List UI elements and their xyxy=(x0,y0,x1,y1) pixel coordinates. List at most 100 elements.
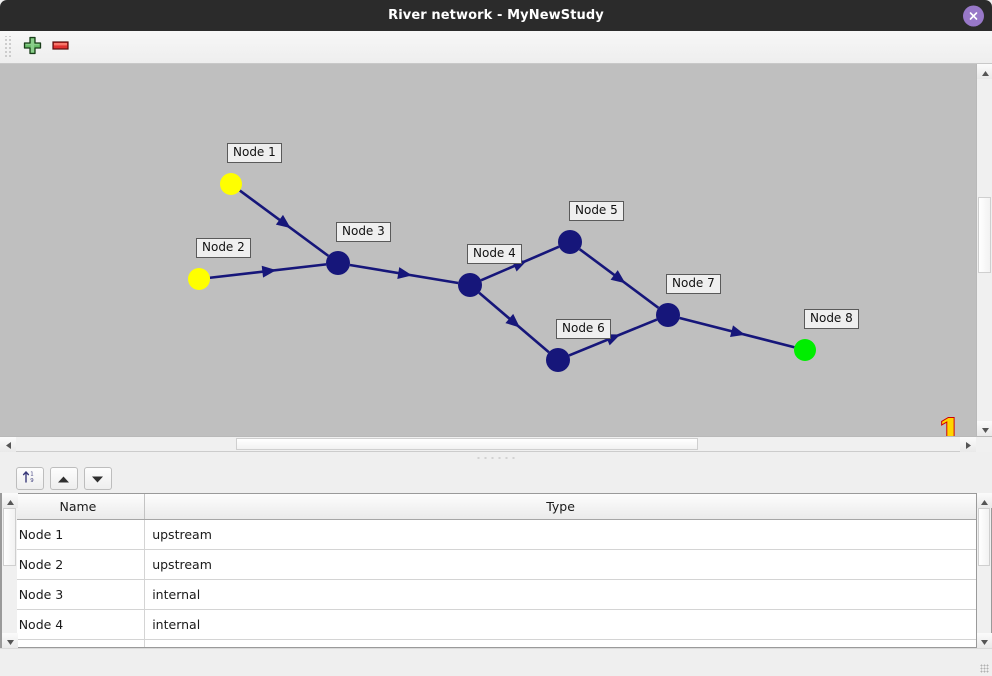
plus-icon xyxy=(23,36,42,59)
graph-node-node-1[interactable] xyxy=(220,173,242,195)
table-cell[interactable] xyxy=(144,639,976,647)
triangle-down-icon xyxy=(91,469,104,488)
graph-node-label-node-4[interactable]: Node 4 xyxy=(467,244,522,264)
graph-edge-arrow xyxy=(275,214,291,229)
nodes-move-up-button[interactable] xyxy=(49,466,78,490)
table-cell[interactable] xyxy=(11,639,146,647)
nodes-vertical-scrollbar[interactable] xyxy=(975,491,992,650)
nodes-move-down-button[interactable] xyxy=(83,466,112,490)
close-button[interactable] xyxy=(963,5,984,26)
graph-node-label-node-8[interactable]: Node 8 xyxy=(804,309,859,329)
delete-node-button[interactable] xyxy=(46,34,74,60)
table-cell[interactable]: internal xyxy=(144,579,976,610)
nodes-toolbar: 1 9 xyxy=(10,463,992,493)
reaches-vertical-scrollbar[interactable] xyxy=(1,493,18,648)
reaches-vscroll-track[interactable] xyxy=(2,508,17,633)
scroll-down-button[interactable] xyxy=(977,421,992,436)
graph-edge-arrow xyxy=(397,267,413,279)
nodes-sort-button[interactable]: 1 9 xyxy=(15,466,44,490)
table-cell[interactable]: Node 3 xyxy=(11,579,146,610)
triangle-down-icon xyxy=(6,631,15,650)
graph-node-node-7[interactable] xyxy=(656,303,680,327)
triangle-up-icon xyxy=(981,62,990,81)
graph-node-node-6[interactable] xyxy=(546,348,570,372)
network-graph-panel: Node 1 Node 2 Node 3 Node 4 Node 5 Node 6 Node… xyxy=(0,64,992,452)
graph-edge-arrow xyxy=(610,270,626,284)
graph-vscroll-track[interactable] xyxy=(977,79,992,421)
nodes-vscroll-track[interactable] xyxy=(976,508,991,633)
close-icon xyxy=(968,10,979,21)
reaches-scroll-down-button[interactable] xyxy=(2,633,18,648)
table-cell[interactable]: Node 2 xyxy=(11,549,146,580)
triangle-right-icon xyxy=(965,435,972,454)
column-header-name[interactable]: Name xyxy=(11,494,146,520)
table-row-partial[interactable] xyxy=(11,639,976,647)
nodes-vscroll-thumb[interactable] xyxy=(977,508,990,566)
horizontal-splitter[interactable] xyxy=(0,451,992,463)
triangle-down-icon xyxy=(981,419,990,438)
table-cell[interactable]: Node 1 xyxy=(11,519,146,550)
graph-node-node-5[interactable] xyxy=(558,230,582,254)
graph-node-node-3[interactable] xyxy=(326,251,350,275)
graph-nodes[interactable] xyxy=(188,173,816,372)
table-cell[interactable]: upstream xyxy=(144,519,976,550)
graph-node-label-node-7[interactable]: Node 7 xyxy=(666,274,721,294)
graph-vertical-scrollbar[interactable] xyxy=(976,64,992,436)
graph-horizontal-scrollbar[interactable] xyxy=(0,436,992,452)
triangle-down-icon xyxy=(980,631,989,650)
graph-node-node-2[interactable] xyxy=(188,268,210,290)
graph-edge-arrow xyxy=(505,313,520,328)
window-title: River network - MyNewStudy xyxy=(388,8,604,23)
splitter-grip xyxy=(475,455,517,460)
network-graph-canvas[interactable]: Node 1 Node 2 Node 3 Node 4 Node 5 Node 6 Node… xyxy=(0,64,976,436)
reaches-scroll-up-button[interactable] xyxy=(2,493,18,508)
graph-node-label-node-5[interactable]: Node 5 xyxy=(569,201,624,221)
triangle-up-icon xyxy=(57,469,70,488)
nodes-scroll-down-button[interactable] xyxy=(976,631,992,650)
table-cell[interactable]: upstream xyxy=(144,549,976,580)
graph-node-label-node-2[interactable]: Node 2 xyxy=(196,238,251,258)
graph-node-label-node-1[interactable]: Node 1 xyxy=(227,143,282,163)
sort-icon: 1 9 xyxy=(22,469,37,488)
nodes-scroll-up-button[interactable] xyxy=(976,491,992,510)
window-titlebar: River network - MyNewStudy xyxy=(0,0,992,31)
svg-text:1: 1 xyxy=(30,471,33,477)
triangle-up-icon xyxy=(6,491,15,510)
triangle-up-icon xyxy=(980,491,989,510)
graph-vscroll-thumb[interactable] xyxy=(978,197,991,273)
add-node-button[interactable] xyxy=(18,34,46,60)
scrollbar-corner xyxy=(976,437,992,452)
svg-text:9: 9 xyxy=(30,478,34,484)
graph-edge-arrow xyxy=(261,265,277,278)
table-cell[interactable]: internal xyxy=(144,609,976,640)
graph-hscroll-track[interactable] xyxy=(16,437,960,451)
main-toolbar xyxy=(0,31,992,64)
reaches-vscroll-thumb[interactable] xyxy=(3,508,16,566)
tables-area: 1 9 xyxy=(0,463,992,676)
status-bar xyxy=(0,648,992,676)
column-header-type[interactable]: Type xyxy=(144,494,976,520)
graph-edge-arrow xyxy=(730,325,746,338)
graph-edges xyxy=(209,189,795,357)
toolbar-drag-handle[interactable] xyxy=(4,36,12,58)
graph-node-label-node-6[interactable]: Node 6 xyxy=(556,319,611,339)
scroll-right-button[interactable] xyxy=(960,437,976,452)
scroll-up-button[interactable] xyxy=(977,64,992,79)
window-resize-grip[interactable] xyxy=(980,664,989,673)
graph-node-node-8[interactable] xyxy=(794,339,816,361)
table-cell[interactable]: Node 4 xyxy=(11,609,146,640)
graph-node-node-4[interactable] xyxy=(458,273,482,297)
graph-hscroll-thumb[interactable] xyxy=(236,438,698,450)
graph-node-label-node-3[interactable]: Node 3 xyxy=(336,222,391,242)
scroll-left-button[interactable] xyxy=(0,437,16,452)
